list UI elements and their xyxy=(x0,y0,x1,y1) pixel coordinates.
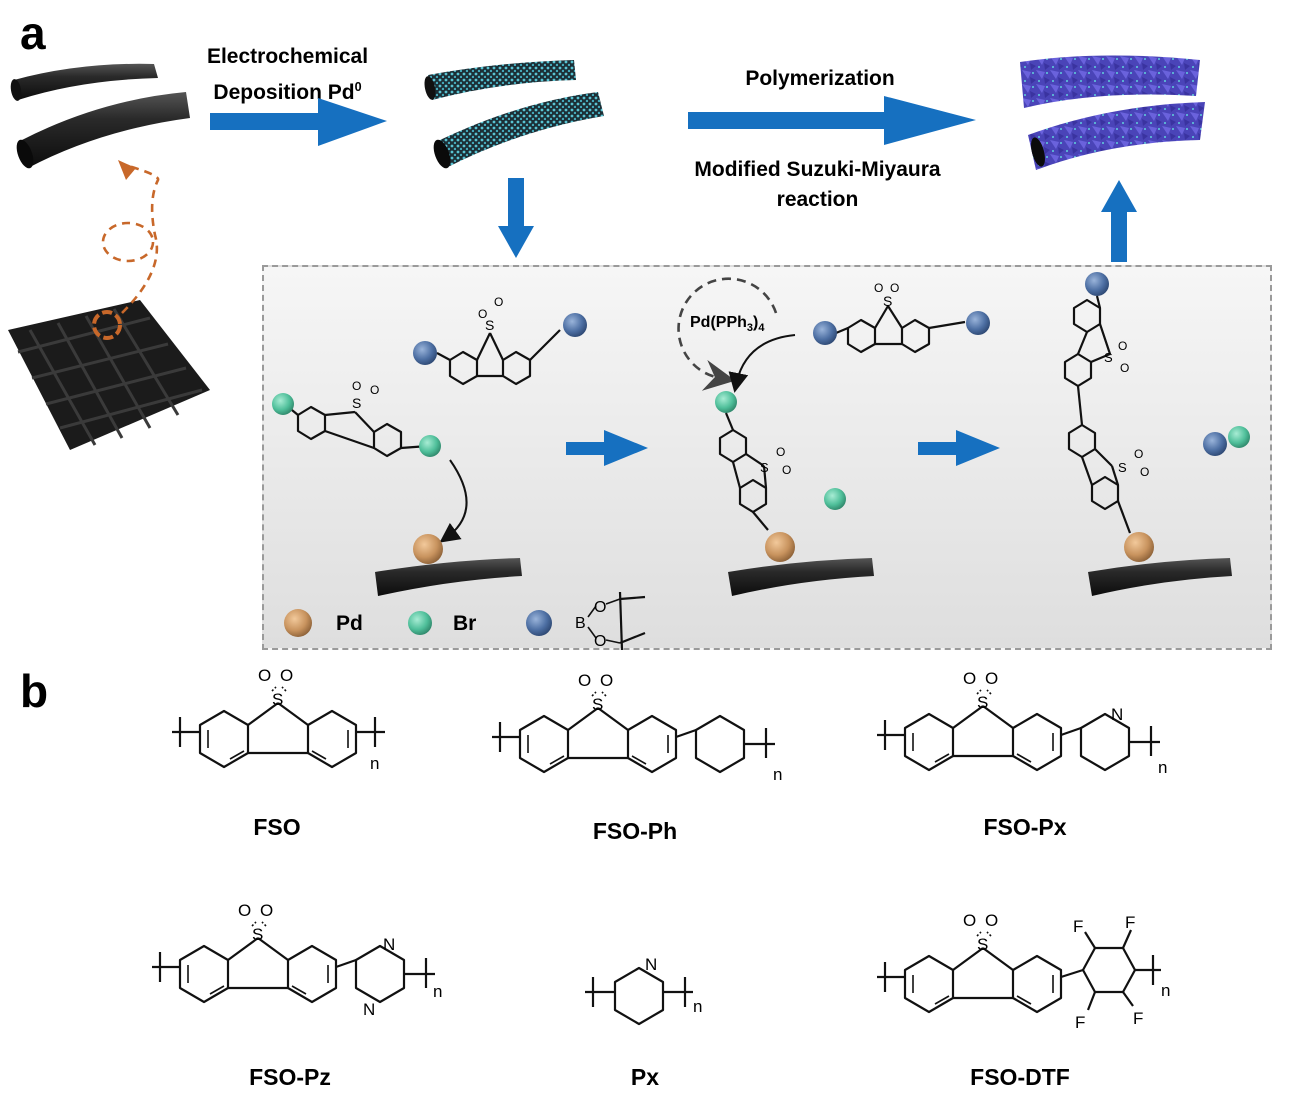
molecule-fso-px: N n xyxy=(877,667,1167,777)
dimer-stage-3: S OO S OO xyxy=(1063,272,1250,534)
catalyst-label: Pd(PPh3)4 xyxy=(690,314,765,334)
arrow-up xyxy=(1101,180,1137,262)
svg-text:F: F xyxy=(1073,917,1083,936)
molecule-px: N n xyxy=(585,955,702,1026)
legend-pd-label: Pd xyxy=(336,612,363,635)
molecule-fso-ph: n xyxy=(492,669,782,784)
polymer-coated-fibers xyxy=(1020,55,1205,170)
panel-a-graphics: S OO S OO S OO xyxy=(8,55,1250,651)
svg-text:O: O xyxy=(478,307,487,321)
step2-label-bottom-line1: Modified Suzuki-Miyaura xyxy=(694,158,941,181)
svg-text:F: F xyxy=(1075,1013,1085,1032)
bound-monomer-stage-2: S OO xyxy=(715,391,846,531)
svg-text:O: O xyxy=(494,295,503,309)
sulfur-atom: S xyxy=(485,317,494,333)
svg-text:n: n xyxy=(773,765,782,784)
svg-text:O: O xyxy=(594,599,606,616)
step1-label: Electrochemical Deposition Pd0 xyxy=(180,42,395,108)
arrow-down xyxy=(498,178,534,258)
orange-arrowhead xyxy=(118,160,136,180)
arrow-mech-1 xyxy=(566,430,648,466)
label-px: Px xyxy=(630,1064,660,1090)
panel-b-letter: b xyxy=(20,665,49,717)
svg-text:O: O xyxy=(782,463,791,477)
svg-text:N: N xyxy=(1111,705,1123,724)
arrow-mech-2 xyxy=(918,430,1000,466)
catalyst-cycle-arrow xyxy=(677,277,778,391)
svg-text:S: S xyxy=(760,460,769,475)
svg-text:N: N xyxy=(363,1000,375,1019)
svg-text:n: n xyxy=(433,982,442,1001)
molecule-fso-dtf: F F F F n xyxy=(877,909,1170,1032)
step1-label-line2: Deposition Pd0 xyxy=(213,80,362,104)
step2-label-top: Polymerization xyxy=(745,67,895,90)
svg-text:n: n xyxy=(370,754,379,773)
fiber-stage-2 xyxy=(728,532,874,596)
svg-text:O: O xyxy=(1118,339,1127,353)
svg-text:O: O xyxy=(1140,465,1149,479)
svg-text:O: O xyxy=(594,633,606,650)
svg-text:O: O xyxy=(776,445,785,459)
svg-text:S: S xyxy=(352,395,361,411)
svg-text:N: N xyxy=(645,955,657,974)
step2-label-bottom-line2: reaction xyxy=(776,188,859,211)
label-fso-dtf: FSO-DTF xyxy=(970,1064,1070,1090)
pd-coated-fibers xyxy=(424,60,604,169)
svg-text:B: B xyxy=(575,615,586,632)
zoom-indicator xyxy=(92,163,160,340)
svg-text:O: O xyxy=(874,281,883,295)
svg-text:O: O xyxy=(890,281,899,295)
svg-text:F: F xyxy=(1125,913,1135,932)
legend-pd-icon xyxy=(284,609,312,637)
svg-text:n: n xyxy=(1158,758,1167,777)
svg-text:N: N xyxy=(383,935,395,954)
label-fso-ph: FSO-Ph xyxy=(592,818,678,844)
molecule-fso: n xyxy=(172,664,385,773)
label-fso-px: FSO-Px xyxy=(983,814,1067,840)
carbon-cloth xyxy=(8,300,210,450)
boronate-monomer-1: S OO xyxy=(413,295,587,386)
transmetalation-arrow xyxy=(728,334,796,393)
carbon-fibers xyxy=(10,63,190,169)
step1-label-line1: Electrochemical xyxy=(206,45,369,68)
svg-text:O: O xyxy=(370,383,379,397)
oxidative-addition-arrow xyxy=(439,459,468,543)
arrow-step1 xyxy=(210,98,387,146)
label-fso: FSO xyxy=(253,814,301,840)
legend-br-icon xyxy=(408,611,432,635)
legend-br-label: Br xyxy=(453,612,477,635)
svg-text:n: n xyxy=(693,997,702,1016)
svg-text:O: O xyxy=(352,379,361,393)
arrow-polymerization xyxy=(688,96,976,145)
svg-text:S: S xyxy=(1118,460,1127,475)
svg-text:O: O xyxy=(1134,447,1143,461)
svg-text:O: O xyxy=(1120,361,1129,375)
label-fso-pz: FSO-Pz xyxy=(249,1064,331,1090)
fiber-stage-1 xyxy=(375,534,522,596)
svg-text:S: S xyxy=(883,293,892,309)
panel-a-letter: a xyxy=(20,7,46,59)
pinacol-boronate-structure: B O O xyxy=(575,591,646,651)
panel-b-graphics: S OO n n N n N N xyxy=(152,664,1170,1032)
fiber-stage-3 xyxy=(1088,532,1232,596)
svg-text:S: S xyxy=(1104,350,1113,365)
svg-text:n: n xyxy=(1161,981,1170,1000)
molecule-fso-pz: N N n xyxy=(152,899,442,1019)
svg-text:F: F xyxy=(1133,1009,1143,1028)
step2-label-bottom: Modified Suzuki-Miyaura reaction xyxy=(660,155,975,215)
legend-boronate-icon xyxy=(526,610,552,636)
legend: B O O xyxy=(284,591,646,651)
